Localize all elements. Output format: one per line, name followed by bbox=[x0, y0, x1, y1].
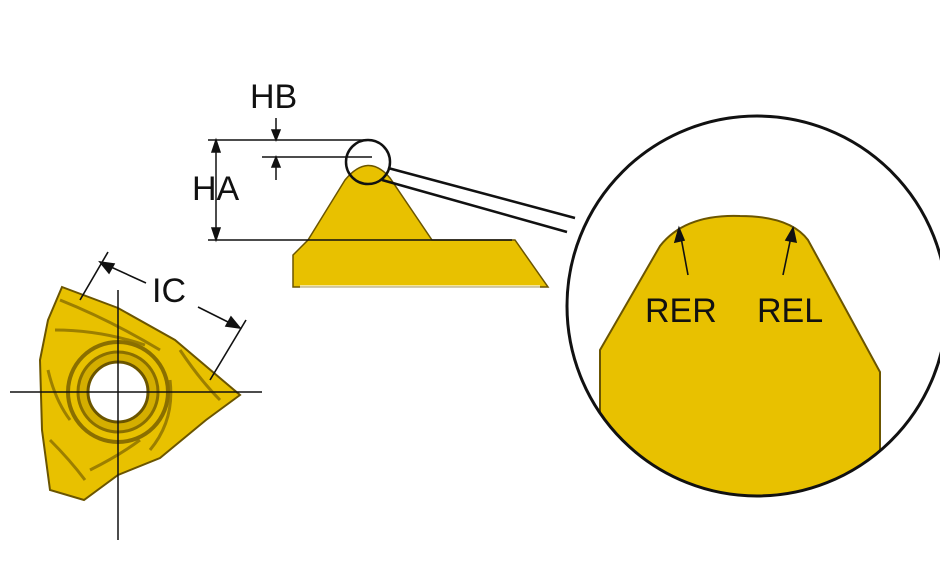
height-dimensions bbox=[208, 118, 512, 243]
profile-base-gap bbox=[300, 285, 540, 288]
detail-marker-circle bbox=[344, 138, 392, 186]
profile-body bbox=[292, 164, 550, 288]
insert-ridges bbox=[46, 298, 222, 481]
magnified-detail: RER REL bbox=[565, 114, 940, 498]
ha-label: HA bbox=[192, 170, 240, 208]
insert-profile bbox=[292, 164, 550, 288]
ic-dimension bbox=[79, 251, 247, 381]
hb-label: HB bbox=[250, 78, 297, 116]
magnified-tip bbox=[599, 214, 881, 496]
rer-label: RER bbox=[645, 292, 717, 330]
ic-label: IC bbox=[152, 272, 186, 310]
rel-label: REL bbox=[757, 292, 823, 330]
insert-top-view bbox=[10, 285, 262, 540]
radius-arrows bbox=[673, 225, 798, 276]
detail-leader-lines bbox=[381, 166, 576, 234]
magnified-circle-outline bbox=[565, 114, 940, 498]
